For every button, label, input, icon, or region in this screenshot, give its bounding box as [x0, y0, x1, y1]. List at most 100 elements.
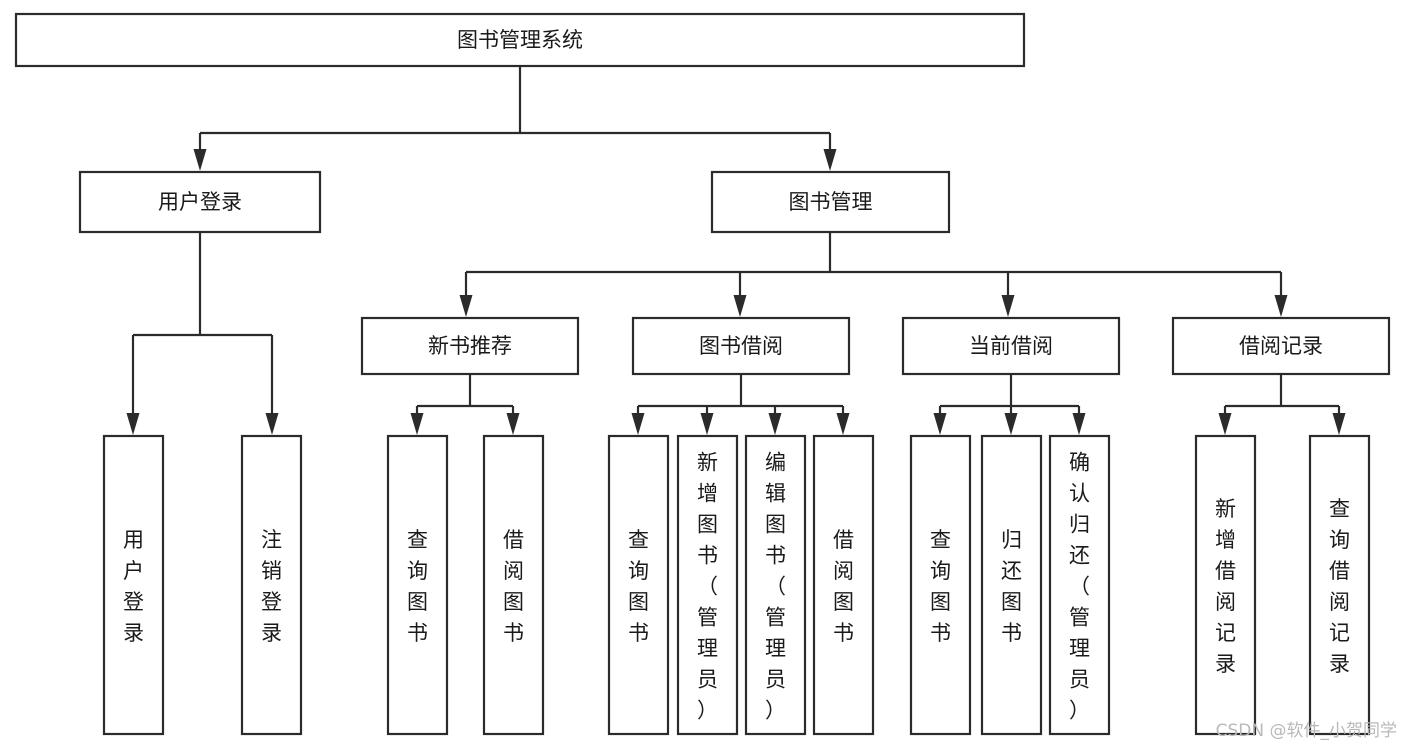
node-label-char: 图: [503, 590, 524, 614]
node-box[interactable]: [676, 434, 739, 736]
node-label-char: 认: [1069, 482, 1090, 506]
node-label-char: 录: [123, 621, 144, 645]
node-box[interactable]: [607, 434, 670, 736]
arrow-head-icon: [823, 149, 837, 171]
node-label-char: 询: [1329, 528, 1350, 552]
node-label-char: 录: [261, 621, 282, 645]
node-label-char: 图: [1001, 590, 1022, 614]
arrow-head-icon: [1072, 413, 1086, 435]
node-label-char: 增: [697, 482, 718, 506]
node-box[interactable]: [1308, 434, 1371, 736]
node-label-char: 查: [1329, 497, 1350, 521]
node-label-char: 还: [1001, 559, 1022, 583]
node-label-char: 阅: [1329, 590, 1350, 614]
node-box[interactable]: [1048, 434, 1111, 736]
node-label-char: 借: [503, 528, 524, 552]
node-label-char: ）: [1069, 699, 1090, 723]
arrow-head-icon: [410, 413, 424, 435]
node-box[interactable]: [1194, 434, 1257, 736]
arrow-head-icon: [459, 295, 473, 317]
node-label-char: 书: [765, 544, 786, 568]
node-label-char: 书: [503, 621, 524, 645]
node-label-char: 增: [1215, 528, 1236, 552]
arrow-head-icon: [193, 149, 207, 171]
node-label: 图书管理: [789, 190, 873, 214]
node-label-char: 员: [765, 668, 786, 692]
node-label: 当前借阅: [969, 334, 1053, 358]
node-label: 新书推荐: [428, 334, 512, 358]
node-leaf-user-login[interactable]: 用户登录: [102, 434, 165, 736]
node-label-char: 理: [1069, 637, 1090, 661]
node-label-char: 录: [1215, 652, 1236, 676]
node-label-char: 图: [765, 513, 786, 537]
node-box[interactable]: [360, 316, 580, 376]
node-box[interactable]: [710, 170, 951, 234]
node-box[interactable]: [102, 434, 165, 736]
node-book-manage[interactable]: 图书管理: [710, 170, 951, 234]
node-label: 借阅记录: [1239, 334, 1323, 358]
node-box[interactable]: [78, 170, 322, 234]
node-label-char: 员: [1069, 668, 1090, 692]
node-label-char: 编: [765, 451, 786, 475]
node-label-char: 销: [261, 559, 282, 583]
node-label-char: 登: [261, 590, 282, 614]
node-label-char: 书: [407, 621, 428, 645]
node-label: 图书管理系统: [457, 28, 583, 52]
arrow-head-icon: [700, 413, 714, 435]
arrow-head-icon: [733, 295, 747, 317]
node-label-char: 书: [628, 621, 649, 645]
node-label-char: 借: [1215, 559, 1236, 583]
node-box[interactable]: [909, 434, 972, 736]
node-box[interactable]: [901, 316, 1121, 376]
node-box[interactable]: [482, 434, 545, 736]
node-user-login[interactable]: 用户登录: [78, 170, 322, 234]
node-label-char: 用: [123, 528, 144, 552]
node-label-char: 书: [930, 621, 951, 645]
node-label-char: 归: [1069, 513, 1090, 537]
node-label-char: 图: [833, 590, 854, 614]
node-box[interactable]: [812, 434, 875, 736]
arrow-head-icon: [1004, 413, 1018, 435]
node-box[interactable]: [744, 434, 807, 736]
node-label-char: ）: [765, 699, 786, 723]
node-label-char: 图: [407, 590, 428, 614]
arrow-head-icon: [1218, 413, 1232, 435]
node-label-char: 员: [697, 668, 718, 692]
node-label-char: 归: [1001, 528, 1022, 552]
node-label-char: 查: [628, 528, 649, 552]
arrow-head-icon: [1001, 295, 1015, 317]
node-label-char: 书: [1001, 621, 1022, 645]
node-layer: 图书管理系统用户登录图书管理新书推荐图书借阅当前借阅借阅记录用户登录注销登录查询…: [14, 12, 1391, 736]
node-borrow-record[interactable]: 借阅记录: [1171, 316, 1391, 376]
node-label-char: 阅: [503, 559, 524, 583]
node-box[interactable]: [240, 434, 303, 736]
node-box[interactable]: [14, 12, 1026, 68]
node-label-char: 阅: [1215, 590, 1236, 614]
node-label-char: 阅: [833, 559, 854, 583]
node-box[interactable]: [631, 316, 851, 376]
node-box[interactable]: [1171, 316, 1391, 376]
node-root[interactable]: 图书管理系统: [14, 12, 1026, 68]
node-label-char: 管: [697, 606, 718, 630]
node-new-book-recommend[interactable]: 新书推荐: [360, 316, 580, 376]
node-label-char: 图: [697, 513, 718, 537]
node-current-borrow[interactable]: 当前借阅: [901, 316, 1121, 376]
node-box[interactable]: [980, 434, 1043, 736]
node-label-char: 书: [833, 621, 854, 645]
node-book-borrow[interactable]: 图书借阅: [631, 316, 851, 376]
node-label-char: 理: [765, 637, 786, 661]
node-box[interactable]: [386, 434, 449, 736]
